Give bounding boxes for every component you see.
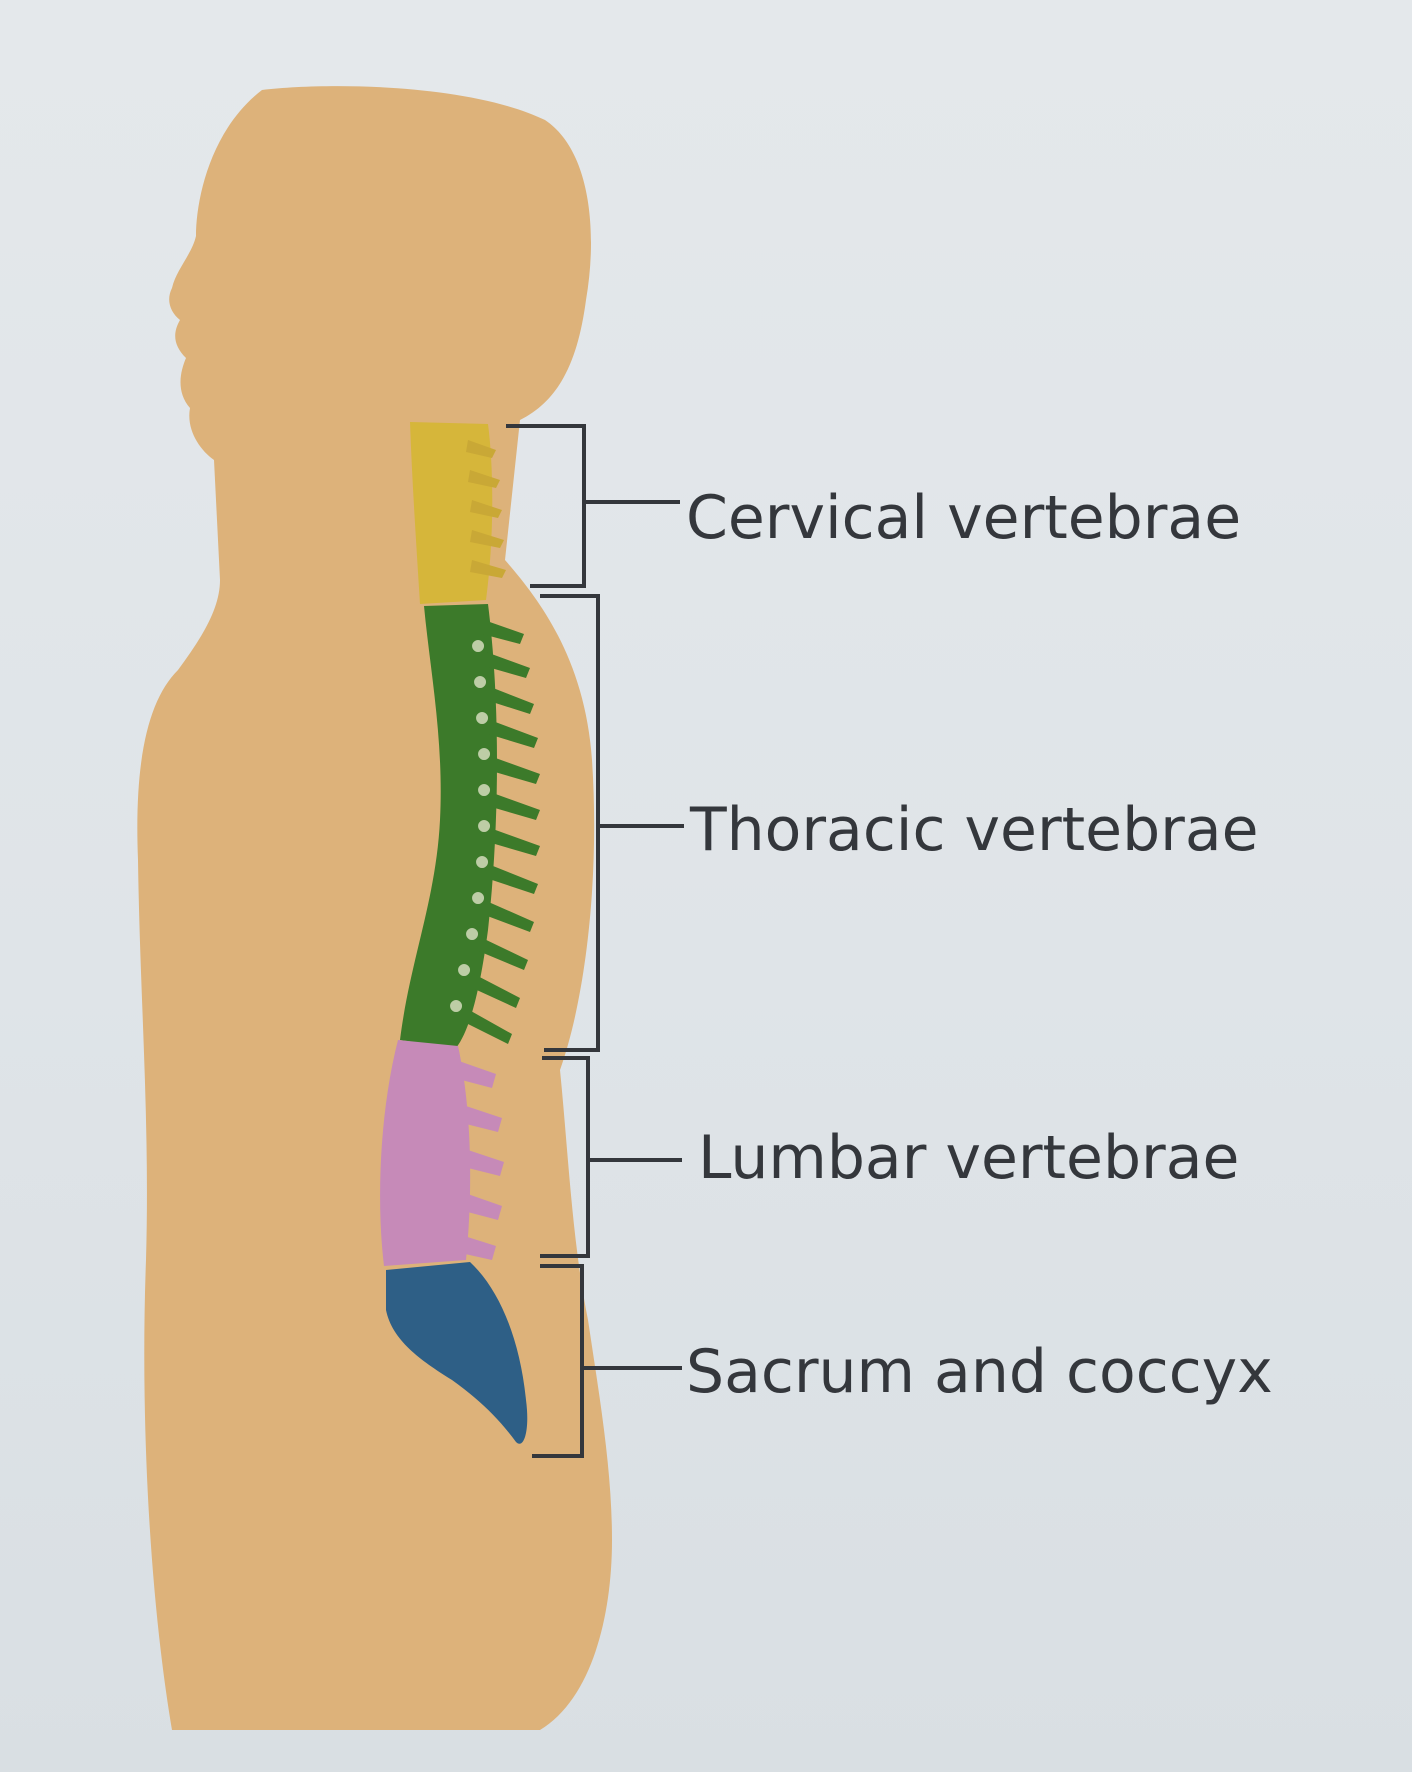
human-silhouette-icon bbox=[137, 86, 612, 1730]
label-lumbar-vertebrae: Lumbar vertebrae bbox=[698, 1128, 1239, 1188]
cervical-bracket bbox=[506, 426, 680, 586]
label-thoracic-vertebrae: Thoracic vertebrae bbox=[690, 800, 1259, 860]
label-cervical-vertebrae: Cervical vertebrae bbox=[686, 488, 1241, 548]
label-sacrum-and-coccyx: Sacrum and coccyx bbox=[686, 1342, 1273, 1402]
